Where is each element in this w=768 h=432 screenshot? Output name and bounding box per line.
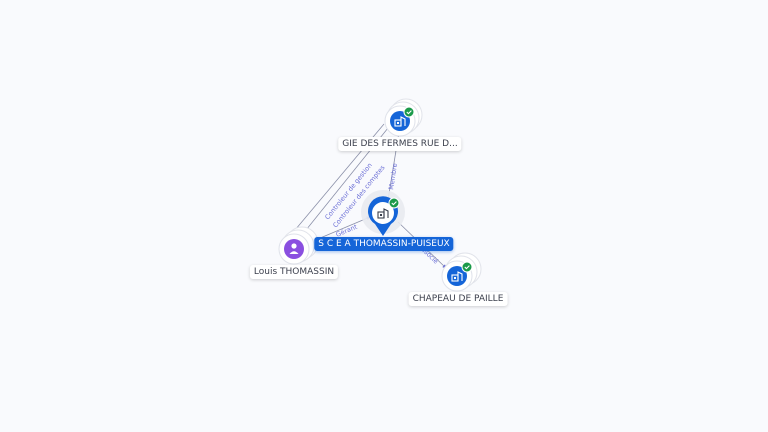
node-center[interactable] (361, 190, 405, 236)
verified-check-icon (461, 261, 473, 273)
node-label-chapeau[interactable]: CHAPEAU DE PAILLE (408, 292, 508, 306)
node-louis[interactable] (278, 226, 319, 265)
verified-check-icon (403, 106, 415, 118)
person-icon (289, 243, 299, 254)
node-label-louis[interactable]: Louis THOMASSIN (249, 265, 339, 279)
node-label-center[interactable]: S C E A THOMASSIN-PUISEUX (314, 237, 454, 251)
building-icon (451, 271, 463, 282)
building-icon (394, 116, 406, 127)
building-icon (377, 208, 389, 219)
node-chapeau[interactable] (441, 252, 482, 292)
verified-check-icon (388, 197, 400, 209)
node-gie[interactable] (384, 98, 423, 137)
node-label-gie[interactable]: GIE DES FERMES RUE D... (338, 137, 462, 151)
edge-label-membre: Membre (387, 163, 399, 191)
